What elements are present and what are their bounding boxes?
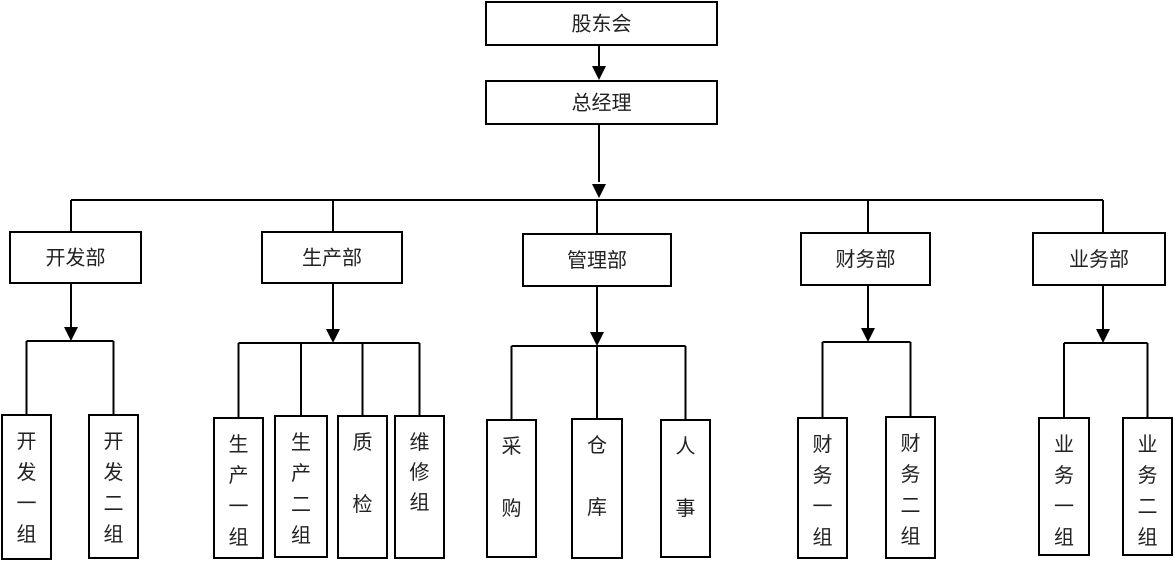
dept-dev-node-box	[9, 231, 142, 284]
dept-production-node-label: 生产部	[302, 246, 362, 270]
team-dev-2-node-box	[88, 414, 139, 559]
team-production-2-node-box	[274, 415, 328, 558]
team-finance-2-node-box	[885, 416, 936, 559]
team-production-4-node-label: 维修组	[410, 430, 430, 514]
shareholders-node-box	[485, 1, 718, 46]
dept-production-node-box	[261, 231, 403, 284]
team-finance-1-node-label: 财务一组	[813, 432, 833, 549]
arrow-dev-icon	[64, 327, 78, 341]
team-management-1-node-label: 采购	[502, 434, 522, 520]
team-business-1-node-box	[1038, 417, 1090, 556]
team-dev-2-node-label: 开发二组	[104, 429, 124, 546]
arrow-gm-bus-icon	[592, 184, 606, 198]
team-production-1-node-box	[213, 417, 264, 559]
team-management-2-node-label: 仓库	[587, 433, 607, 519]
dept-finance-node-box	[800, 232, 931, 286]
team-management-3-node-label: 人事	[676, 434, 696, 520]
general-manager-node-box	[485, 80, 718, 125]
arrow-production-icon	[326, 329, 340, 343]
team-business-1-node-label: 业务一组	[1054, 432, 1074, 549]
team-dev-1-node-label: 开发一组	[17, 429, 37, 546]
shareholders-node-label: 股东会	[572, 12, 632, 36]
arrow-business-icon	[1096, 329, 1110, 343]
team-business-2-node-box	[1122, 417, 1173, 556]
team-production-2-node-label: 生产二组	[291, 430, 311, 547]
arrow-shareholders-gm-icon	[592, 66, 606, 80]
general-manager-node-label: 总经理	[572, 91, 632, 115]
team-production-3-node-label: 质检	[353, 430, 373, 516]
team-management-1-node-box	[486, 419, 537, 558]
team-finance-2-node-label: 财务二组	[901, 431, 921, 548]
team-production-3-node-box	[337, 415, 388, 559]
dept-management-node-label: 管理部	[567, 248, 627, 272]
team-production-4-node-box	[394, 415, 445, 559]
dept-dev-node-label: 开发部	[46, 246, 106, 270]
arrow-finance-icon	[861, 328, 875, 342]
team-production-1-node-label: 生产一组	[229, 432, 249, 549]
team-dev-1-node-box	[1, 414, 52, 560]
arrow-management-icon	[590, 332, 604, 346]
dept-business-node-box	[1032, 232, 1166, 286]
dept-finance-node-label: 财务部	[836, 247, 896, 271]
team-finance-1-node-box	[797, 417, 848, 559]
dept-business-node-label: 业务部	[1069, 247, 1129, 271]
team-management-3-node-box	[660, 419, 711, 558]
team-management-2-node-box	[571, 418, 623, 559]
team-business-2-node-label: 业务二组	[1138, 432, 1158, 549]
